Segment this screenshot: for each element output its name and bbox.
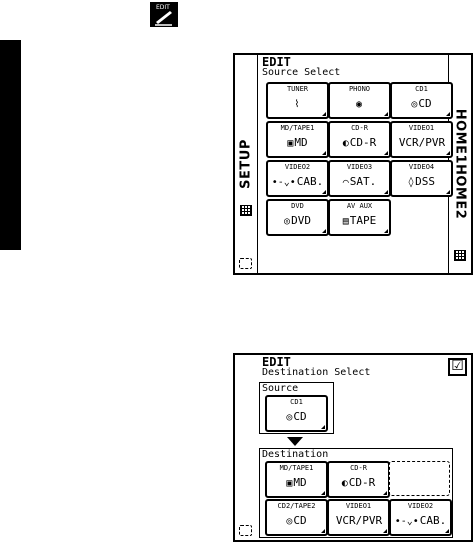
screen-title: EDIT bbox=[262, 55, 291, 69]
destination-button-video2[interactable]: VIDEO2 •-⌄•CAB. bbox=[389, 499, 452, 536]
source-button-av-aux[interactable]: AV AUX ▤TAPE bbox=[328, 199, 391, 236]
remote-icon bbox=[239, 258, 252, 269]
source-button-video4[interactable]: VIDEO4 ◊DSS bbox=[390, 160, 453, 197]
destination-button-disabled bbox=[389, 461, 450, 496]
destination-button-cd2-tape2[interactable]: CD2/TAPE2 ◎CD bbox=[265, 499, 328, 536]
source-button-cd-r[interactable]: CD-R ◐CD-R bbox=[328, 121, 391, 158]
edit-pen-icon: EDIT bbox=[150, 2, 178, 27]
destination-select-screen: EDIT Destination Select ☑ Source CD1 ◎CD… bbox=[233, 353, 473, 542]
screen-subtitle: Source Select bbox=[262, 67, 341, 78]
source-button-tuner[interactable]: TUNER ⌇ bbox=[266, 82, 329, 119]
cdr-icon: ◐ bbox=[342, 138, 349, 149]
screen-subtitle: Destination Select bbox=[262, 367, 371, 378]
confirm-checkbox[interactable]: ☑ bbox=[448, 358, 467, 376]
remote-icon bbox=[239, 525, 252, 536]
screen-title: EDIT bbox=[262, 355, 291, 369]
destination-group: Destination MD/TAPE1 ▣MD CD-R ◐CD-R CD2/… bbox=[259, 448, 453, 538]
source-button-video2[interactable]: VIDEO2 •-⌄•CAB. bbox=[266, 160, 329, 197]
destination-group-label: Destination bbox=[262, 449, 329, 460]
dss-icon: ◊ bbox=[408, 177, 415, 188]
source-group: Source CD1 ◎CD bbox=[259, 382, 334, 434]
source-button-cd1[interactable]: CD1 ◎CD bbox=[390, 82, 453, 119]
minidisc-icon: ▣ bbox=[286, 478, 293, 489]
source-button-phono[interactable]: PHONO ◉ bbox=[328, 82, 391, 119]
home-label: HOME1HOME2 bbox=[452, 108, 468, 220]
source-button-dvd[interactable]: DVD ◎DVD bbox=[266, 199, 329, 236]
svg-text:EDIT: EDIT bbox=[156, 4, 170, 11]
source-button-cd1[interactable]: CD1 ◎CD bbox=[265, 395, 328, 432]
tape-icon: ▤ bbox=[342, 216, 349, 227]
cable-icon: •-⌄• bbox=[394, 516, 419, 527]
cdr-icon: ◐ bbox=[341, 478, 348, 489]
destination-button-cd-r[interactable]: CD-R ◐CD-R bbox=[327, 461, 390, 498]
setup-strip[interactable]: SETUP bbox=[235, 55, 258, 273]
disc-icon: ◎ bbox=[411, 99, 418, 110]
source-group-label: Source bbox=[262, 383, 299, 394]
section-tab-marker bbox=[0, 40, 21, 250]
cable-icon: •-⌄• bbox=[271, 177, 296, 188]
destination-button-video1[interactable]: VIDEO1 VCR/PVR bbox=[327, 499, 390, 536]
grid-icon bbox=[240, 205, 252, 216]
minidisc-icon: ▣ bbox=[287, 138, 294, 149]
dvd-icon: ◎ bbox=[284, 216, 291, 227]
source-button-md-tape1[interactable]: MD/TAPE1 ▣MD bbox=[266, 121, 329, 158]
grid-icon bbox=[454, 250, 466, 261]
destination-button-md-tape1[interactable]: MD/TAPE1 ▣MD bbox=[265, 461, 328, 498]
satellite-icon: ⌒ bbox=[342, 177, 349, 188]
source-button-video3[interactable]: VIDEO3 ⌒SAT. bbox=[328, 160, 391, 197]
disc-icon: ◎ bbox=[286, 516, 293, 527]
setup-label: SETUP bbox=[238, 139, 254, 189]
record-icon: ◉ bbox=[355, 99, 363, 110]
antenna-icon: ⌇ bbox=[294, 99, 300, 110]
source-button-video1[interactable]: VIDEO1 VCR/PVR bbox=[390, 121, 453, 158]
disc-icon: ◎ bbox=[286, 412, 293, 423]
source-select-screen: SETUP EDIT Source Select HOME1HOME2 TUNE… bbox=[233, 53, 473, 275]
arrow-down-icon bbox=[287, 437, 303, 446]
